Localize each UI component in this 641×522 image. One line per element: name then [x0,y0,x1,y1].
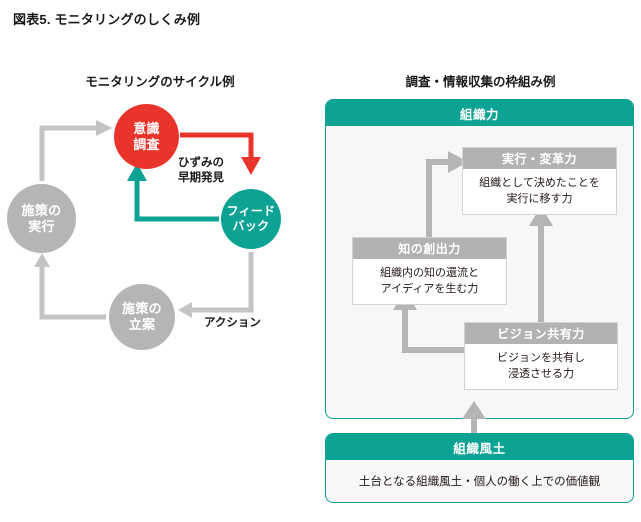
figure-title: 図表5. モニタリングのしくみ例 [13,12,201,27]
gray-arrow-vision-to-jikkou [529,206,553,322]
cycle-node-shisaku-rituan-label: 施策の 立案 [122,301,162,332]
card-vision-kyouyuu-body: ビジョンを共有し 浸透させる力 [497,352,585,380]
card-chi-no-soushutsu-header: 知の創出力 [353,238,506,259]
framework-arrows [393,151,553,353]
left-panel-subtitle: モニタリングのサイクル例 [85,75,235,89]
card-jikkou-henkaku-header: 実行・変革力 [463,148,616,169]
monitoring-cycle-diagram: 意識 調査 フィード バック 施策の 実行 施策の 立案 ひずみの 早期発見 ア… [0,95,320,365]
organization-capability-container: 組織力 実行・変革力 組織として決めたことを 実行に移す力 知の創出力 [325,99,634,419]
card-vision-kyouyuu-header: ビジョン共有力 [465,323,617,344]
gray-arrow-culture-to-organization [462,401,486,435]
organization-capability-header: 組織力 [326,100,633,126]
card-jikkou-henkaku[interactable]: 実行・変革力 組織として決めたことを 実行に移す力 [462,147,617,215]
cycle-node-ishiki-chousa[interactable]: 意識 調査 [114,104,179,169]
card-vision-kyouyuu[interactable]: ビジョン共有力 ビジョンを共有し 浸透させる力 [464,322,618,390]
card-jikkou-henkaku-body: 組織として決めたことを 実行に移す力 [479,177,600,205]
gray-arrow-rituan-to-jikkou [34,253,106,320]
card-chi-no-soushutsu-body: 組織内の知の還流と アイディアを生む力 [380,267,479,295]
gray-arrow-feedback-to-rituan [178,252,254,318]
cycle-node-feedback-label: フィード バック [226,204,276,233]
organization-culture-body: 土台となる組織風土・個人の働く上での価値観 [358,476,601,488]
cycle-node-shisaku-jikkou[interactable]: 施策の 実行 [7,184,76,253]
red-arrow-ishiki-to-feedback [180,132,261,175]
cycle-label-action: アクション [204,317,261,329]
cycle-node-shisaku-jikkou-label: 施策の 実行 [21,202,62,234]
gray-arrow-chi-to-jikkou [426,151,468,237]
organization-culture-container: 組織風土 土台となる組織風土・個人の働く上での価値観 [325,433,634,503]
card-chi-no-soushutsu[interactable]: 知の創出力 組織内の知の還流と アイディアを生む力 [352,237,507,305]
cycle-node-ishiki-chousa-label: 意識 調査 [133,120,160,152]
cycle-node-feedback[interactable]: フィード バック [221,189,281,249]
organization-framework-diagram: 組織力 実行・変革力 組織として決めたことを 実行に移す力 知の創出力 [322,95,637,520]
cycle-label-hizumi: ひずみの 早期発見 [178,157,224,185]
teal-arrow-feedback-to-ishiki [127,163,219,222]
organization-culture-header: 組織風土 [326,434,633,460]
gray-arrow-jikkou-to-ishiki [39,120,112,181]
cycle-node-shisaku-rituan[interactable]: 施策の 立案 [109,284,175,350]
cycle-arrows [34,120,261,320]
right-panel-subtitle: 調査・情報収集の枠組み例 [405,75,556,89]
